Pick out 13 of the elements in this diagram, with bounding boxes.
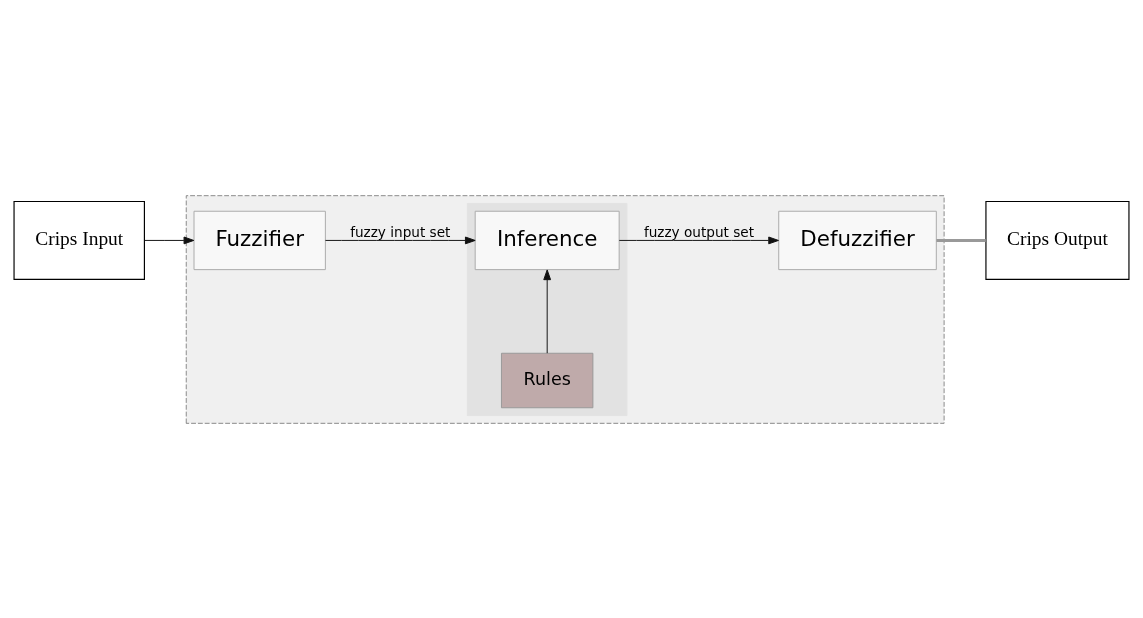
node-box: Inference bbox=[474, 210, 620, 270]
arrow bbox=[543, 268, 552, 354]
node-box: Fuzzifier bbox=[193, 210, 326, 270]
node-box: Defuzzifier bbox=[778, 210, 937, 270]
arrow bbox=[144, 236, 195, 244]
connector bbox=[936, 238, 986, 242]
edge-label: fuzzy output set bbox=[643, 223, 754, 240]
node-box: Crips Input bbox=[13, 200, 145, 280]
node-box: Crips Output bbox=[985, 200, 1130, 280]
edge-label: fuzzy input set bbox=[350, 223, 451, 240]
arrow bbox=[324, 236, 476, 244]
node-box: Rules bbox=[500, 352, 594, 408]
arrow bbox=[618, 236, 779, 244]
